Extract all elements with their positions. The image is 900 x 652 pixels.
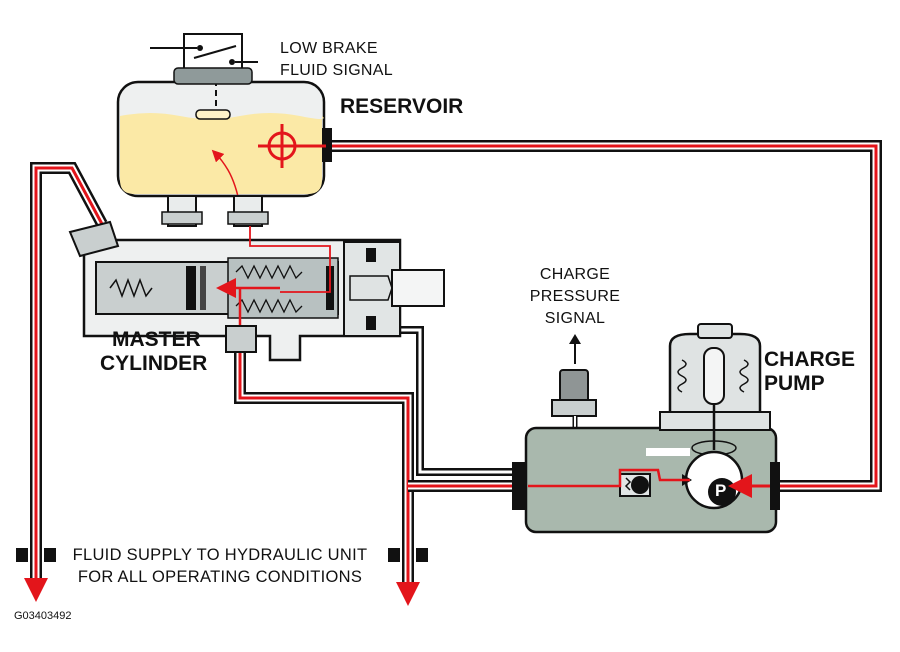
fluid-supply-line-1: FLUID SUPPLY TO HYDRAULIC UNIT — [72, 546, 368, 564]
reservoir-label: RESERVOIR — [340, 95, 464, 118]
low-brake-fluid-switch — [150, 33, 258, 85]
charge-pressure-line-2: PRESSURE — [529, 288, 621, 305]
charge-pump-label: CHARGE PUMP — [764, 348, 855, 396]
charge-pressure-line-1: CHARGE — [539, 266, 611, 283]
fluid-supply-line-2: FOR ALL OPERATING CONDITIONS — [77, 568, 363, 586]
pipe-mastercyl-to-supply — [234, 352, 414, 588]
charge-pump-line-1: CHARGE — [764, 348, 856, 371]
charge-pressure-signal-label: CHARGE PRESSURE SIGNAL — [520, 264, 630, 330]
master-cylinder-label: MASTER CYLINDER — [100, 328, 207, 376]
level-sensor-symbol — [258, 124, 326, 168]
low-brake-fluid-signal-label: LOW BRAKE FLUID SIGNAL — [280, 38, 393, 82]
charge-pressure-line-3: SIGNAL — [544, 310, 606, 327]
pipe-left-supply — [30, 162, 108, 580]
low-brake-line-2: FLUID SIGNAL — [280, 62, 393, 79]
master-cylinder — [68, 220, 445, 362]
master-cylinder-line-1: MASTER — [112, 328, 201, 351]
charge-pump — [512, 323, 780, 534]
charge-pump-line-2: PUMP — [764, 372, 825, 395]
master-cylinder-line-2: CYLINDER — [100, 352, 208, 375]
pump-symbol-label: P — [715, 481, 727, 500]
reservoir-outlets — [161, 195, 269, 227]
pipe-reservoir-to-pump — [326, 140, 882, 492]
supply-outlets — [16, 548, 428, 606]
low-brake-line-1: LOW BRAKE — [280, 40, 378, 57]
figure-code: G03403492 — [14, 610, 72, 622]
fluid-supply-label: FLUID SUPPLY TO HYDRAULIC UNIT FOR ALL O… — [60, 544, 380, 588]
reservoir — [116, 70, 332, 207]
